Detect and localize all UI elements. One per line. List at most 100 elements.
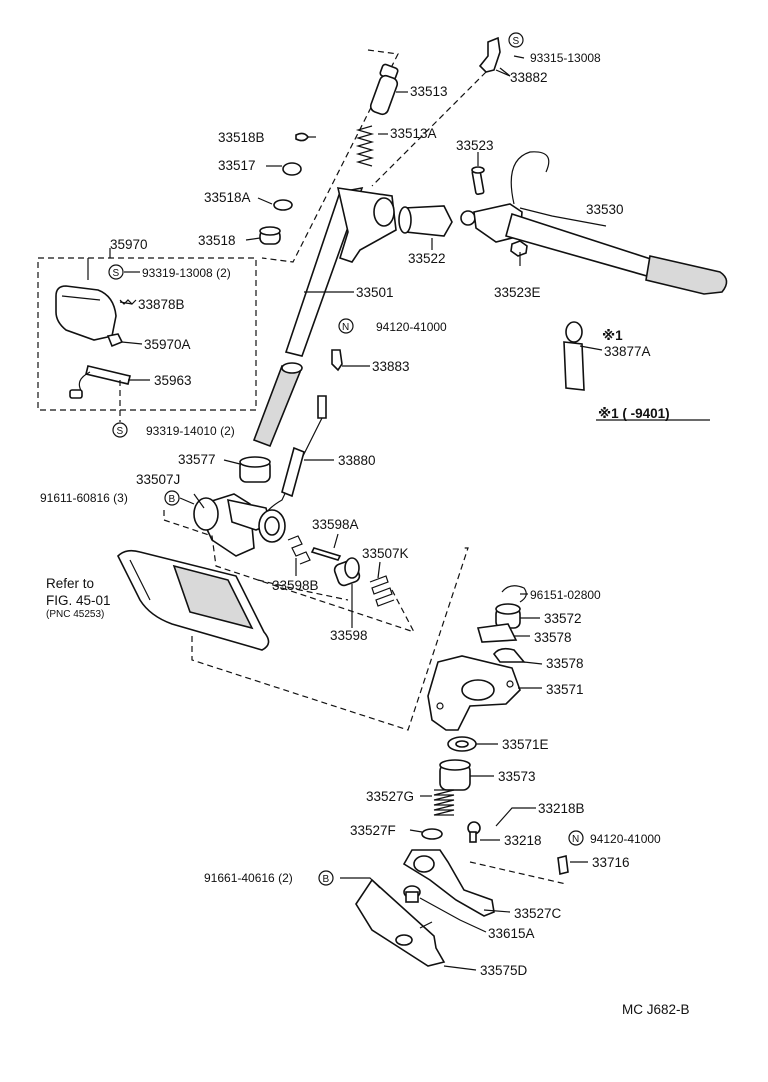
boot-frame bbox=[117, 549, 270, 651]
label-33501: 33501 bbox=[356, 285, 394, 300]
svg-text:B: B bbox=[323, 874, 330, 885]
label-33218: 33218 bbox=[504, 833, 542, 848]
label-93315-13008: 93315-13008 bbox=[530, 51, 601, 65]
part-33571-bracket bbox=[427, 655, 521, 731]
label-33523E: 33523E bbox=[494, 285, 541, 300]
part-33573-bushing bbox=[439, 759, 471, 791]
symbol-n-94120-b: N bbox=[568, 830, 584, 846]
symbol-s-93319-14010: S bbox=[112, 422, 128, 438]
svg-text:N: N bbox=[342, 322, 349, 333]
label-33518B: 33518B bbox=[218, 130, 265, 145]
part-33518B-clip bbox=[295, 132, 309, 142]
part-33523-screw bbox=[471, 166, 485, 195]
part-33598-plug bbox=[333, 557, 361, 587]
part-35963-harness bbox=[69, 365, 131, 399]
part-33527C-lever bbox=[402, 849, 495, 917]
label-33878B: 33878B bbox=[138, 297, 185, 312]
label-33598B: 33598B bbox=[272, 578, 319, 593]
part-33218-bolt bbox=[467, 821, 481, 843]
part-33578-seat-a bbox=[476, 623, 518, 643]
part-33518-bushing bbox=[259, 226, 281, 245]
label-91611-60816: 91611-60816 (3) bbox=[40, 491, 128, 505]
part-33577-bushing bbox=[239, 456, 271, 483]
label-96151-02800: 96151-02800 bbox=[530, 588, 601, 602]
label-33598A: 33598A bbox=[312, 517, 359, 532]
group-box-35970 bbox=[37, 257, 257, 411]
part-33523E-nut bbox=[510, 240, 528, 257]
label-33883: 33883 bbox=[372, 359, 410, 374]
label-33880: 33880 bbox=[338, 453, 376, 468]
label-33522: 33522 bbox=[408, 251, 446, 266]
symbol-s-93315: S bbox=[508, 32, 524, 48]
part-33883-fitting bbox=[331, 349, 343, 372]
label-35963: 35963 bbox=[154, 373, 192, 388]
label-94120-41000-a: 94120-41000 bbox=[376, 320, 447, 334]
label-33571E: 33571E bbox=[502, 737, 549, 752]
part-33877A-tag bbox=[563, 321, 585, 391]
label-33513: 33513 bbox=[410, 84, 448, 99]
part-33517-bushing bbox=[282, 162, 302, 176]
label-33882: 33882 bbox=[510, 70, 548, 85]
label-94120-41000-b: 94120-41000 bbox=[590, 832, 661, 846]
part-33507K-spring bbox=[369, 575, 395, 607]
part-33615A-bushing bbox=[403, 885, 421, 903]
part-33527G-spring bbox=[433, 789, 455, 816]
part-33598B-spring bbox=[287, 535, 311, 565]
part-33571E-washer bbox=[447, 736, 477, 752]
label-33716: 33716 bbox=[592, 855, 630, 870]
label-33575D: 33575D bbox=[480, 963, 528, 978]
svg-text:S: S bbox=[513, 36, 520, 47]
label-33877A: 33877A bbox=[604, 344, 651, 359]
label-33572: 33572 bbox=[544, 611, 582, 626]
symbol-b-91611: B bbox=[164, 490, 180, 506]
leader-lines bbox=[87, 55, 710, 971]
part-33575D-bracket bbox=[355, 878, 446, 967]
label-33513A: 33513A bbox=[390, 126, 437, 141]
part-33882-bracket bbox=[478, 36, 501, 73]
label-33578-b: 33578 bbox=[546, 656, 584, 671]
label-33530: 33530 bbox=[586, 202, 624, 217]
part-33530-knob bbox=[460, 151, 728, 295]
svg-text:S: S bbox=[113, 268, 120, 279]
part-35970-cover bbox=[55, 285, 117, 341]
part-33218B-clip bbox=[495, 807, 530, 827]
part-35970A-clip bbox=[106, 333, 124, 348]
note-range: ※1 ( -9401) bbox=[598, 406, 670, 421]
label-33518A: 33518A bbox=[204, 190, 251, 205]
label-33571: 33571 bbox=[546, 682, 584, 697]
refer-line3: (PNC 45253) bbox=[46, 609, 104, 620]
note-mark: ※1 bbox=[602, 328, 623, 343]
part-33716-fitting bbox=[557, 855, 569, 875]
label-35970: 35970 bbox=[110, 237, 148, 252]
part-33598A-pin bbox=[310, 547, 342, 561]
part-33522-sleeve bbox=[398, 205, 453, 237]
label-93319-14010: 93319-14010 (2) bbox=[146, 424, 235, 438]
group-bracket-upper bbox=[261, 49, 399, 263]
label-33507K: 33507K bbox=[362, 546, 409, 561]
label-33577: 33577 bbox=[178, 452, 216, 467]
label-33598: 33598 bbox=[330, 628, 368, 643]
symbol-n-94120-a: N bbox=[338, 318, 354, 334]
label-91661-40616: 91661-40616 (2) bbox=[204, 871, 293, 885]
svg-text:N: N bbox=[572, 834, 579, 845]
refer-line1: Refer to bbox=[46, 576, 94, 591]
label-33218B: 33218B bbox=[538, 801, 585, 816]
label-33523: 33523 bbox=[456, 138, 494, 153]
part-33518A-ring bbox=[273, 199, 293, 211]
group-bracket-lower bbox=[191, 547, 469, 731]
svg-text:B: B bbox=[169, 494, 176, 505]
label-33507J: 33507J bbox=[136, 472, 180, 487]
part-33501-lever bbox=[252, 186, 397, 448]
label-35970A: 35970A bbox=[144, 337, 191, 352]
label-33578-a: 33578 bbox=[534, 630, 572, 645]
refer-line2: FIG. 45-01 bbox=[46, 593, 111, 608]
part-33513-pin bbox=[369, 63, 399, 116]
part-96151-snap-ring bbox=[501, 585, 527, 603]
symbol-s-93319-13008: S bbox=[108, 264, 124, 280]
label-33517: 33517 bbox=[218, 158, 256, 173]
label-33527G: 33527G bbox=[366, 789, 414, 804]
part-33513A-spring bbox=[355, 125, 375, 167]
part-33578-seat-b bbox=[492, 647, 526, 663]
label-33527C: 33527C bbox=[514, 906, 562, 921]
